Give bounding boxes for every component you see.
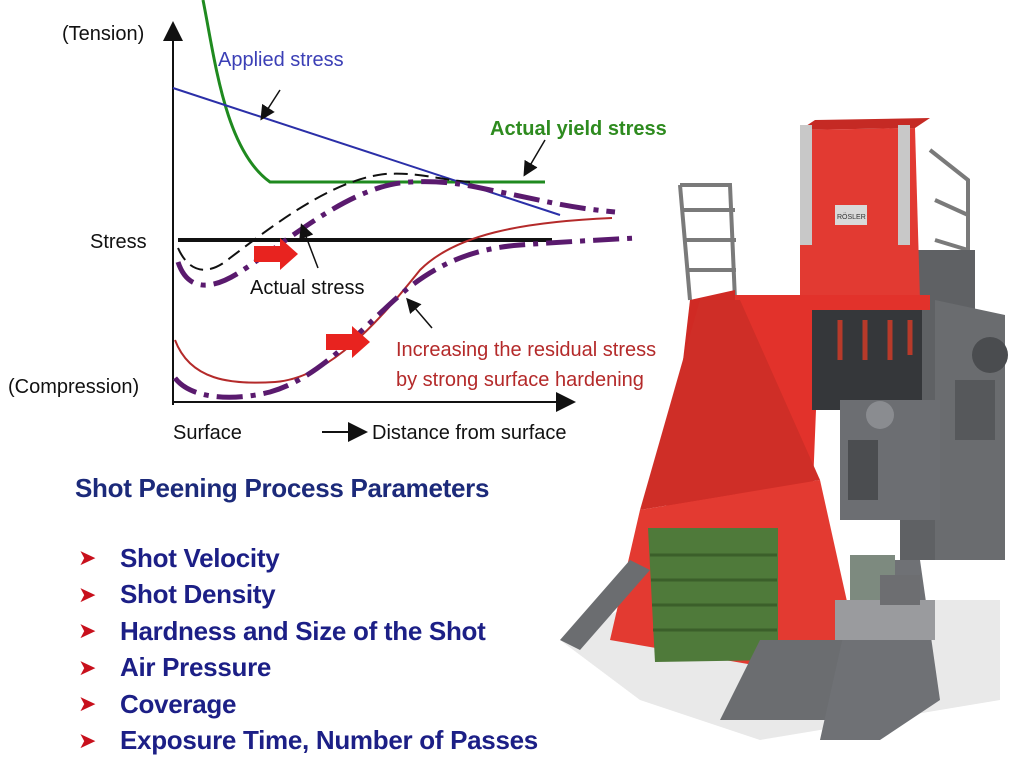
parameter-item: ➤ Exposure Time, Number of Passes (78, 723, 538, 760)
y-axis-bottom-label: (Compression) (8, 376, 139, 398)
actual-stress-leader (299, 223, 319, 269)
arrow-bullet-icon: ➤ (78, 581, 97, 607)
parameter-item: ➤ Shot Density (78, 577, 538, 614)
yield-stress-curve (201, 0, 545, 184)
applied-stress-leader (260, 89, 281, 121)
y-axis-mid-label: Stress (90, 231, 147, 253)
residual-stress-curve (174, 217, 613, 384)
parameter-label: Shot Density (120, 579, 276, 610)
parameter-label: Hardness and Size of the Shot (120, 615, 486, 646)
red-arrow-upper (254, 238, 298, 270)
arrow-bullet-icon: ➤ (78, 545, 97, 571)
residual-stress-leader (406, 297, 433, 329)
parameter-label: Exposure Time, Number of Passes (120, 725, 538, 756)
parameter-label: Shot Velocity (120, 542, 280, 573)
arrow-bullet-icon: ➤ (78, 654, 97, 680)
parameter-item: ➤ Hardness and Size of the Shot (78, 613, 538, 650)
actual-yield-stress-label: Actual yield stress (490, 118, 667, 140)
parameters-list: ➤ Shot Velocity ➤ Shot Density ➤ Hardness a… (78, 540, 538, 759)
yield-stress-leader (523, 139, 546, 177)
parameters-title: Shot Peening Process Parameters (75, 473, 490, 503)
parameter-label: Air Pressure (120, 652, 272, 683)
parameter-label: Coverage (120, 688, 237, 719)
parameter-item: ➤ Shot Velocity (78, 540, 538, 577)
applied-stress-line (172, 87, 561, 216)
residual-stress-label-line2: by strong surface hardening (396, 369, 644, 391)
arrow-bullet-icon: ➤ (78, 691, 97, 717)
x-axis-left-label: Surface (173, 422, 242, 444)
red-arrow-lower (326, 326, 370, 358)
applied-stress-label: Applied stress (218, 49, 344, 71)
arrow-bullet-icon: ➤ (78, 618, 97, 644)
residual-dashdot-upper-curve (175, 179, 616, 288)
actual-stress-dashed-curve (177, 172, 471, 271)
actual-stress-label: Actual stress (250, 277, 364, 299)
y-axis-top-label: (Tension) (62, 23, 144, 45)
parameter-item: ➤ Coverage (78, 686, 538, 723)
brand-plate: RÖSLER (837, 213, 866, 221)
arrow-bullet-icon: ➤ (78, 727, 97, 753)
x-axis-right-label: Distance from surface (372, 422, 567, 444)
residual-stress-label-line1: Increasing the residual stress (396, 339, 656, 361)
shot-peening-machine-image: RÖSLER (560, 118, 1008, 740)
parameter-item: ➤ Air Pressure (78, 650, 538, 687)
residual-dashdot-lower-curve (173, 235, 637, 400)
